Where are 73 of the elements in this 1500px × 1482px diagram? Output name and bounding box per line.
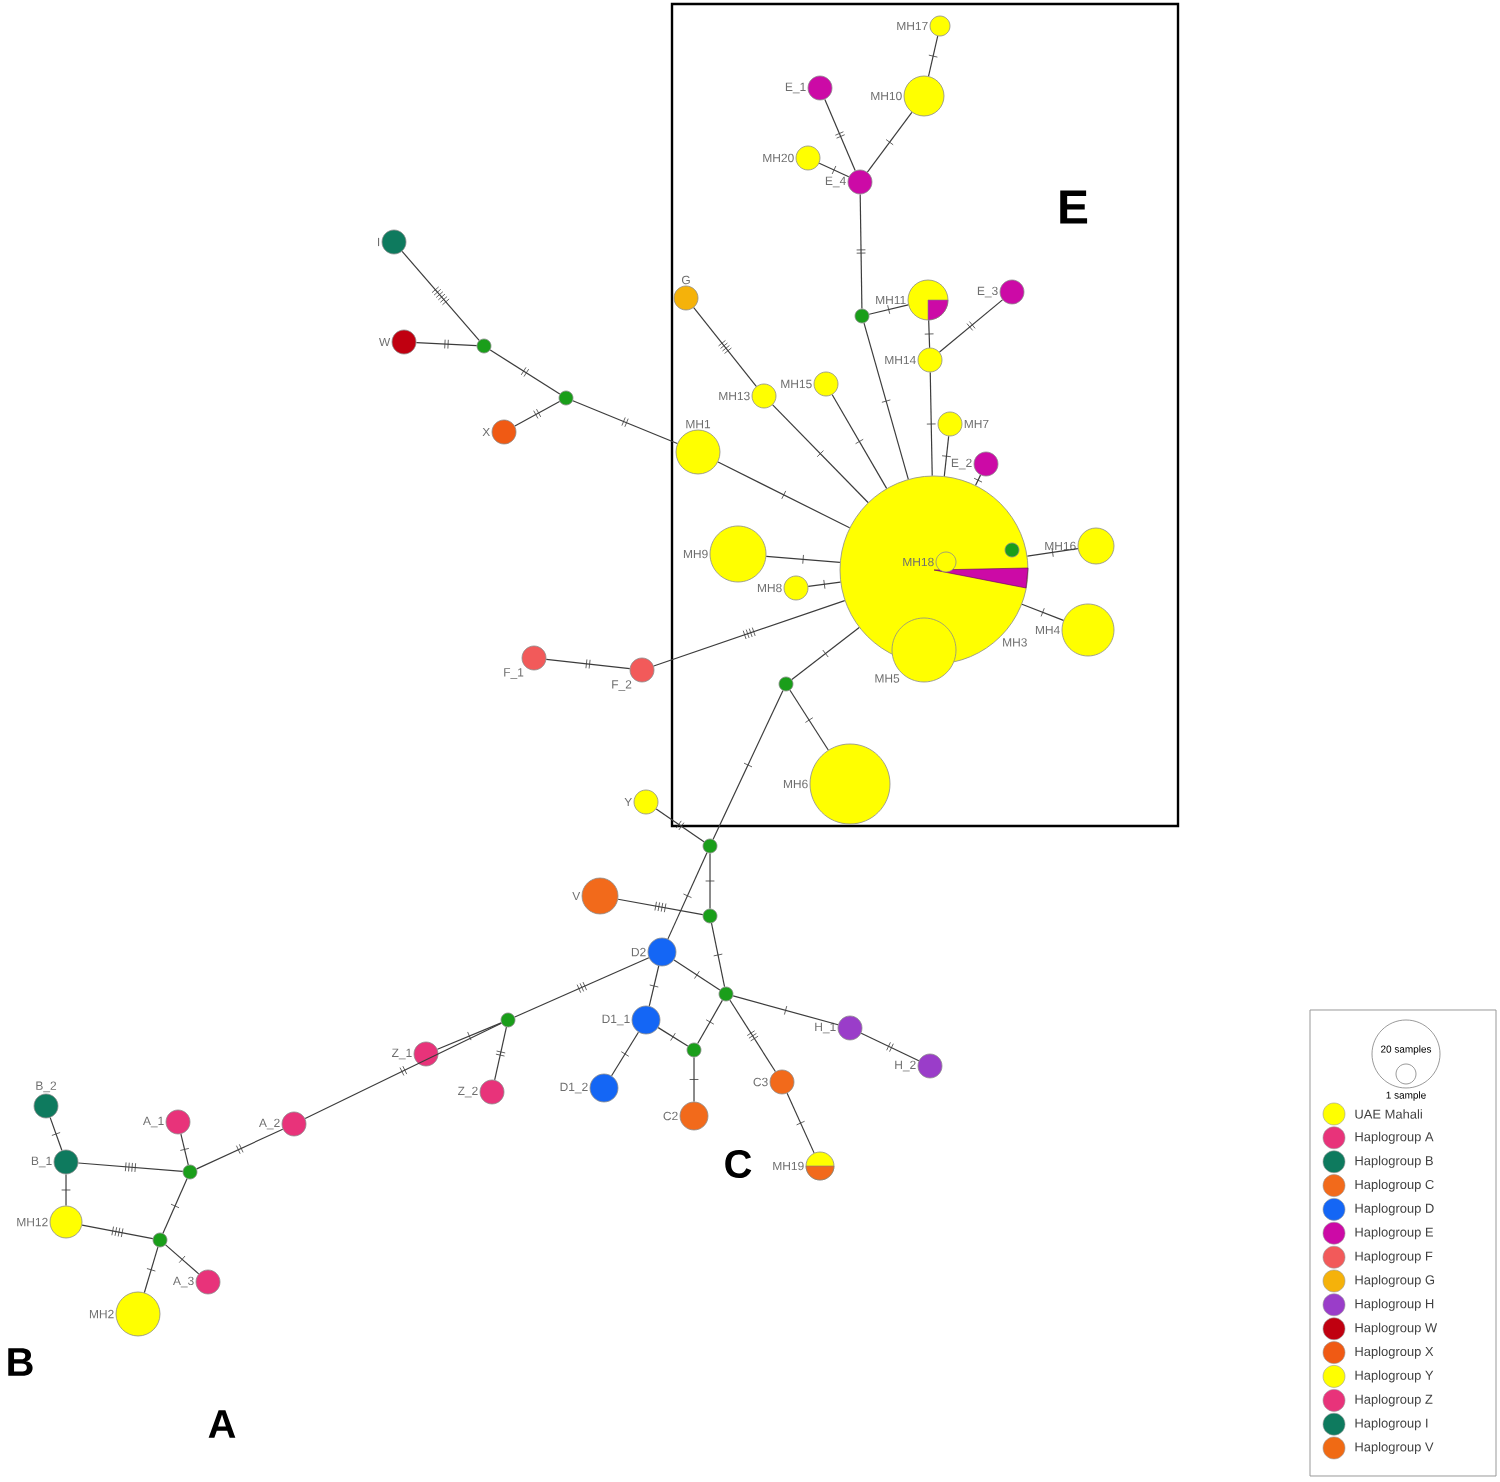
network-link (868, 304, 909, 315)
network-link (49, 1117, 63, 1151)
network-link (693, 307, 757, 387)
network-link (494, 1026, 507, 1081)
network-link (866, 111, 913, 173)
median-vector-dot (152, 1232, 168, 1248)
network-link (77, 1162, 184, 1173)
network-link (818, 162, 850, 178)
network-link (415, 339, 478, 349)
network-link (772, 404, 869, 504)
network-link (143, 1246, 159, 1294)
network-link (717, 461, 851, 529)
network-link (863, 322, 909, 480)
network-link (824, 98, 856, 172)
network-link (196, 1128, 284, 1170)
network-link (924, 319, 934, 349)
median-vector-dot (558, 390, 574, 406)
median-vector-dot (476, 338, 492, 354)
group-letter: C (725, 1149, 752, 1179)
network-link (673, 959, 721, 991)
network-link (514, 400, 561, 427)
network-link (653, 600, 846, 667)
network-link (179, 1133, 190, 1166)
network-link (667, 852, 708, 940)
median-vector-dot (854, 308, 870, 324)
network-link (572, 400, 678, 445)
network-link (860, 1032, 920, 1062)
network-link (489, 349, 561, 395)
median-vector-dot (1004, 542, 1020, 558)
network-link (304, 1022, 502, 1120)
network-link (401, 250, 480, 341)
network-link (789, 689, 829, 751)
median-vector-dot (718, 986, 734, 1002)
median-vector-dot (702, 838, 718, 854)
network-link (648, 965, 660, 1007)
median-vector-dot (182, 1164, 198, 1180)
network-link (689, 1056, 699, 1103)
network-link (786, 1092, 815, 1154)
network-link (791, 627, 860, 681)
network-link (81, 1224, 154, 1240)
network-link (732, 995, 839, 1026)
median-vector-dot (778, 676, 794, 692)
network-link (545, 658, 631, 670)
network-link (436, 1022, 502, 1050)
network-link (657, 1027, 689, 1047)
network-link (1026, 547, 1079, 558)
network-link (729, 999, 776, 1073)
network-link (165, 1244, 200, 1275)
network-link (514, 957, 650, 1018)
network-link (61, 1173, 71, 1207)
network-link (856, 193, 866, 310)
network-link (655, 808, 705, 843)
network-link (831, 394, 888, 489)
median-vector-dot (500, 1012, 516, 1028)
network-link (926, 371, 937, 477)
network-link (162, 1178, 188, 1234)
network-link (697, 999, 723, 1045)
group-letter: B (8, 1348, 33, 1376)
network-link (973, 474, 983, 486)
network-link (807, 579, 841, 590)
network-link (705, 852, 715, 910)
network-link (765, 554, 841, 565)
median-vector-dot (686, 1042, 702, 1058)
network-link (1021, 603, 1064, 621)
network-link (941, 435, 952, 477)
network-link (710, 922, 726, 988)
median-vector-dot (702, 908, 718, 924)
network-link (611, 1031, 640, 1077)
network-link (938, 299, 1004, 353)
network-link (617, 898, 704, 916)
network-link (927, 35, 939, 77)
group-letter: A (208, 1410, 236, 1438)
network-link (712, 690, 784, 840)
